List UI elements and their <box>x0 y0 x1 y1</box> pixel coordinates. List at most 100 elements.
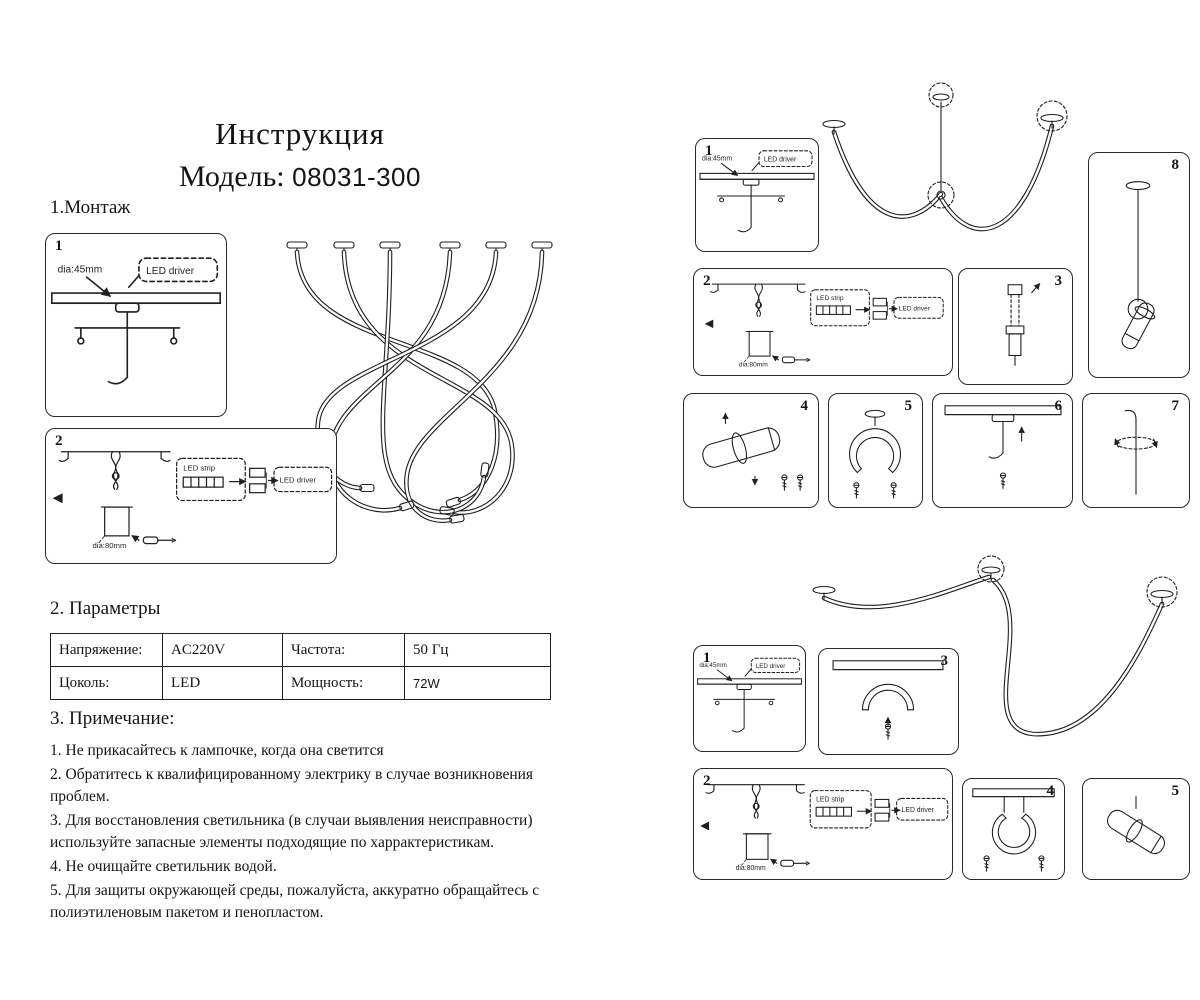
mount-ring <box>731 432 748 464</box>
chandelier-drawing-area <box>232 222 632 562</box>
step-number: 3 <box>1054 273 1063 289</box>
hook <box>731 727 745 733</box>
step-number: 3 <box>940 653 949 669</box>
connector <box>1007 284 1023 296</box>
step-box-b2: 2 dia:80mm LED strip <box>693 768 953 880</box>
canopy-driver-diagram: dia:45mm LED driver <box>697 657 802 733</box>
lamp-head <box>439 506 455 516</box>
led-strip-assembly-diagram: dia:80mm LED strip LED driver <box>700 784 949 872</box>
step-number: 4 <box>800 398 809 414</box>
led-strip-assembly-diagram: dia:80mm LED strip LED driver <box>704 283 944 368</box>
step-box-b3: 3 <box>818 648 959 755</box>
canopy <box>991 414 1015 423</box>
note-item: 2. Обратитесь к квалифицированному элект… <box>50 766 534 805</box>
connector <box>874 812 890 822</box>
step-box-b1: 1 dia:45mm LED driver <box>693 645 806 752</box>
canopy <box>742 178 760 186</box>
section-montage: 1.Монтаж <box>50 197 131 218</box>
step-number: 5 <box>1171 783 1180 799</box>
param-label-socket: Цоколь: <box>50 666 163 700</box>
section-params: 2. Параметры <box>50 598 161 619</box>
step-box-a5: 5 <box>828 393 923 508</box>
hook <box>988 452 1004 459</box>
led-strip-label: LED strip <box>183 464 215 473</box>
pipe <box>104 506 130 537</box>
step-box-left-1: 1 dia:45mm LED driver <box>45 233 227 417</box>
note-item: 4. Не очищайте светильник водой. <box>50 858 277 875</box>
section-notes: 3. Примечание: <box>50 708 175 729</box>
left-arrow <box>700 821 710 831</box>
led-driver-label: LED driver <box>146 266 195 277</box>
param-label-power: Мощность: <box>282 666 405 700</box>
step-box-b5: 5 <box>1082 778 1190 880</box>
screw-icon <box>884 723 892 740</box>
screw-icon <box>853 482 860 499</box>
notes-list: 1. Не прикасайтесь к лампочке, когда она… <box>50 740 588 926</box>
led-strip <box>182 476 224 488</box>
led-driver-label: LED driver <box>280 476 317 485</box>
led-driver-box <box>138 257 219 283</box>
step-box-a4: 4 <box>683 393 819 508</box>
cable-node <box>936 190 946 200</box>
led-strip-label: LED strip <box>816 796 844 803</box>
param-value-power: 72W <box>404 666 551 700</box>
led-strip <box>815 806 853 817</box>
table-row: Напряжение: AC220V Частота: 50 Гц <box>50 633 551 667</box>
lamp-head <box>399 500 415 512</box>
canopy <box>114 302 140 313</box>
step-number: 5 <box>904 398 913 414</box>
connector <box>249 483 266 494</box>
hook <box>1124 409 1137 421</box>
led-strip <box>815 305 851 315</box>
hook <box>107 376 129 385</box>
led-driver-box <box>750 657 801 674</box>
led-driver-box <box>758 150 813 168</box>
spotlight-diagram <box>1106 796 1166 855</box>
led-driver-label: LED driver <box>764 157 797 164</box>
chandelier-drawing <box>286 241 553 524</box>
c-ring <box>991 813 1037 855</box>
screwdriver-icon <box>780 859 810 867</box>
canopy <box>822 119 846 129</box>
mount-ring <box>1125 819 1143 843</box>
model-line: Модель: 08031-300 <box>110 160 490 194</box>
coupler <box>1005 325 1025 335</box>
dia45-label: dia:45mm <box>58 265 103 276</box>
lamp-head <box>445 496 461 508</box>
pendant-diagram <box>1121 181 1156 350</box>
step-number: 4 <box>1046 783 1055 799</box>
ceiling-mount <box>932 93 950 101</box>
canopy <box>1040 113 1064 123</box>
step-box-left-2: 2 dia:80mm LED strip <box>45 428 337 564</box>
led-driver-box <box>273 466 333 493</box>
step-number: 1 <box>55 238 63 254</box>
canopy-driver-diagram: dia:45mm LED driver <box>699 150 815 233</box>
canopy <box>1125 181 1151 191</box>
dia45-label: dia:45mm <box>699 662 726 669</box>
screw-icon <box>797 474 804 491</box>
lamp-head <box>480 462 490 478</box>
spotlight-ring-diagram <box>702 412 804 491</box>
step-number: 2 <box>703 273 711 289</box>
lamp-head <box>449 513 465 524</box>
led-driver-box <box>893 296 944 319</box>
note-item: 5. Для защиты окружающей среды, пожалуйс… <box>50 882 540 921</box>
step-box-a2: 2 dia:80mm LED strip <box>693 268 953 376</box>
canopy-driver-diagram: dia:45mm LED driver <box>51 257 221 385</box>
rod-rotate-diagram <box>1114 409 1158 495</box>
arch-bracket-diagram <box>832 660 944 740</box>
wave-drawing-b <box>798 548 1198 748</box>
screwdriver-icon <box>781 356 811 364</box>
ceiling-hatch <box>51 292 221 305</box>
led-strip-assembly-diagram: dia:80mm LED strip LED driver <box>52 451 333 550</box>
spotlight-head <box>1121 302 1156 350</box>
dia80-label: dia:80mm <box>739 361 769 368</box>
arch <box>861 683 915 711</box>
ceiling-mount <box>981 566 1001 574</box>
step-number: 2 <box>55 433 63 449</box>
mount-ring <box>1127 298 1149 320</box>
param-value-socket: LED <box>162 666 283 700</box>
canopy <box>736 683 752 691</box>
hook <box>737 226 752 233</box>
